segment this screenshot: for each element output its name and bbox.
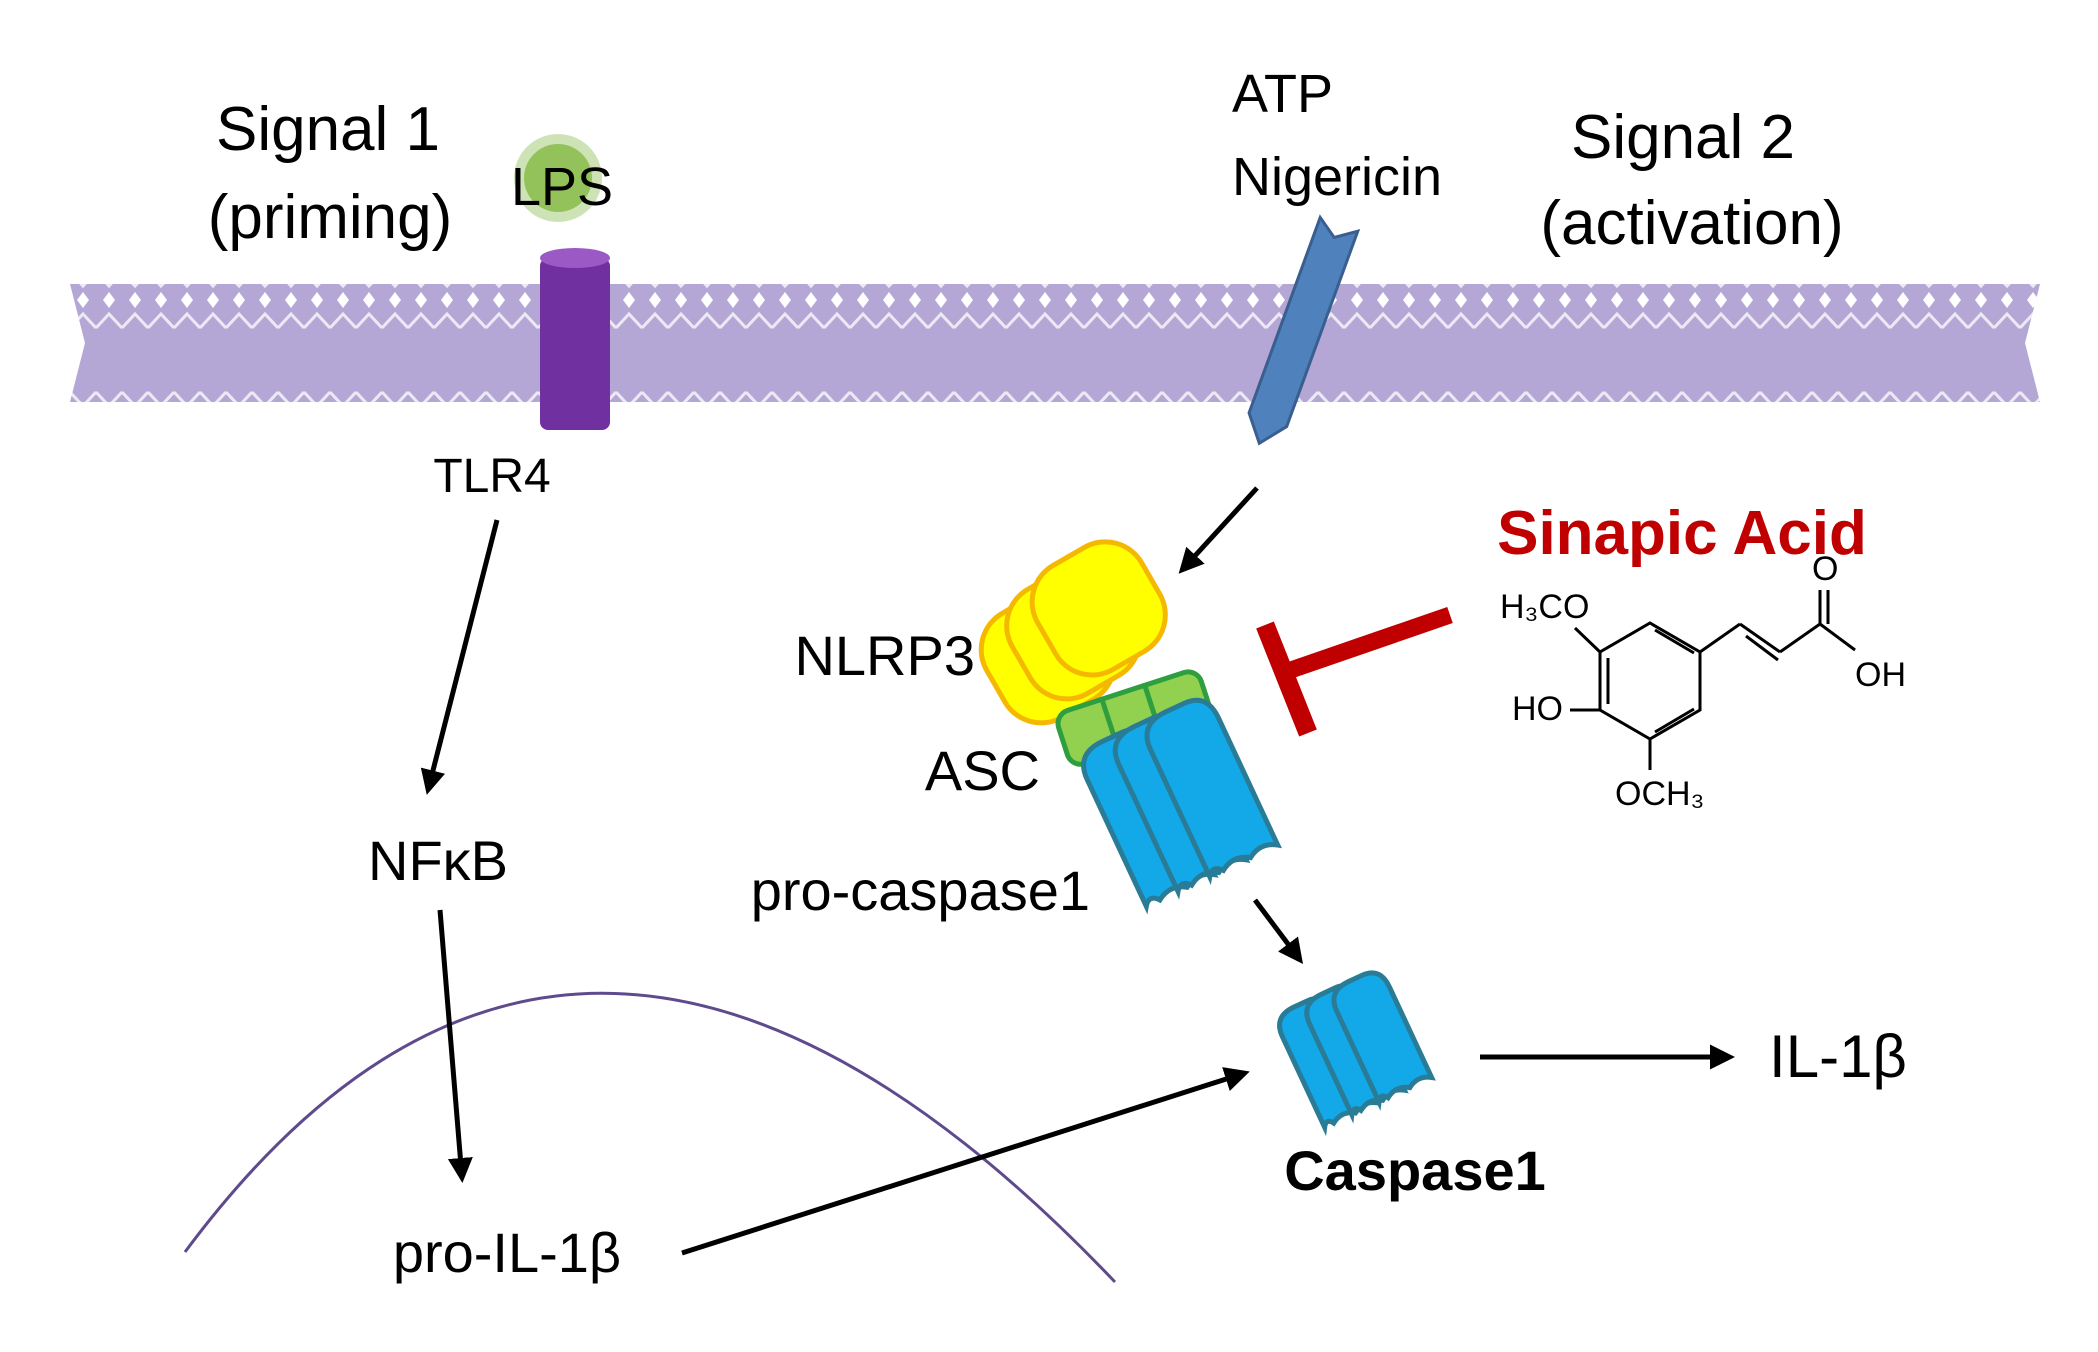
lps-label: LPS: [511, 157, 613, 217]
p2x7-channel-icon: [1247, 214, 1361, 446]
nlrp3-protein-icon: [978, 539, 1168, 726]
nlrp3-label: NLRP3: [794, 624, 975, 687]
lps-icon: [514, 134, 602, 222]
sinapic-acid-structure: [1570, 590, 1856, 770]
signal2-subtitle: (activation): [1540, 189, 1843, 258]
structure-ho: HO: [1512, 690, 1563, 728]
signal1-subtitle: (priming): [208, 183, 453, 252]
inhibitor-name: Sinapic Acid: [1497, 499, 1867, 568]
signal1-title: Signal 1: [216, 95, 440, 164]
cell-membrane: [70, 284, 2040, 402]
arrow-tlr4-to-nfkb: [420, 519, 500, 795]
arrow-nfkb-to-pro-il1b: [437, 909, 473, 1183]
pro-il1b-label: pro-IL-1β: [393, 1221, 621, 1284]
nucleus-membrane: [183, 992, 1117, 1284]
pro-caspase1-label: pro-caspase1: [751, 859, 1090, 922]
tlr4-label: TLR4: [433, 450, 550, 503]
caspase1-label: Caspase1: [1284, 1139, 1546, 1202]
arrow-pro-caspase1-to-caspase1: [1253, 898, 1303, 964]
pro-caspase1-protein-icon: [1081, 697, 1282, 915]
asc-label: ASC: [925, 739, 1040, 802]
nfkb-label: NFκB: [368, 829, 508, 892]
tlr4-receptor-icon: [540, 248, 610, 430]
stimuli-nigericin-label: Nigericin: [1232, 147, 1442, 207]
structure-o: O: [1812, 550, 1838, 588]
structure-oh: OH: [1855, 656, 1906, 694]
inhibition-bar-icon: [1256, 606, 1453, 737]
arrow-pro-il1b-to-caspase1: [681, 1067, 1250, 1256]
arrow-channel-to-nlrp3: [1178, 486, 1259, 574]
caspase1-protein-icon: [1277, 970, 1436, 1137]
stimuli-atp-label: ATP: [1232, 64, 1333, 124]
structure-h3co: H₃CO: [1500, 588, 1589, 626]
structure-och3: OCH₃: [1615, 775, 1704, 813]
signal2-title: Signal 2: [1571, 103, 1795, 172]
il1b-label: IL-1β: [1769, 1023, 1907, 1090]
